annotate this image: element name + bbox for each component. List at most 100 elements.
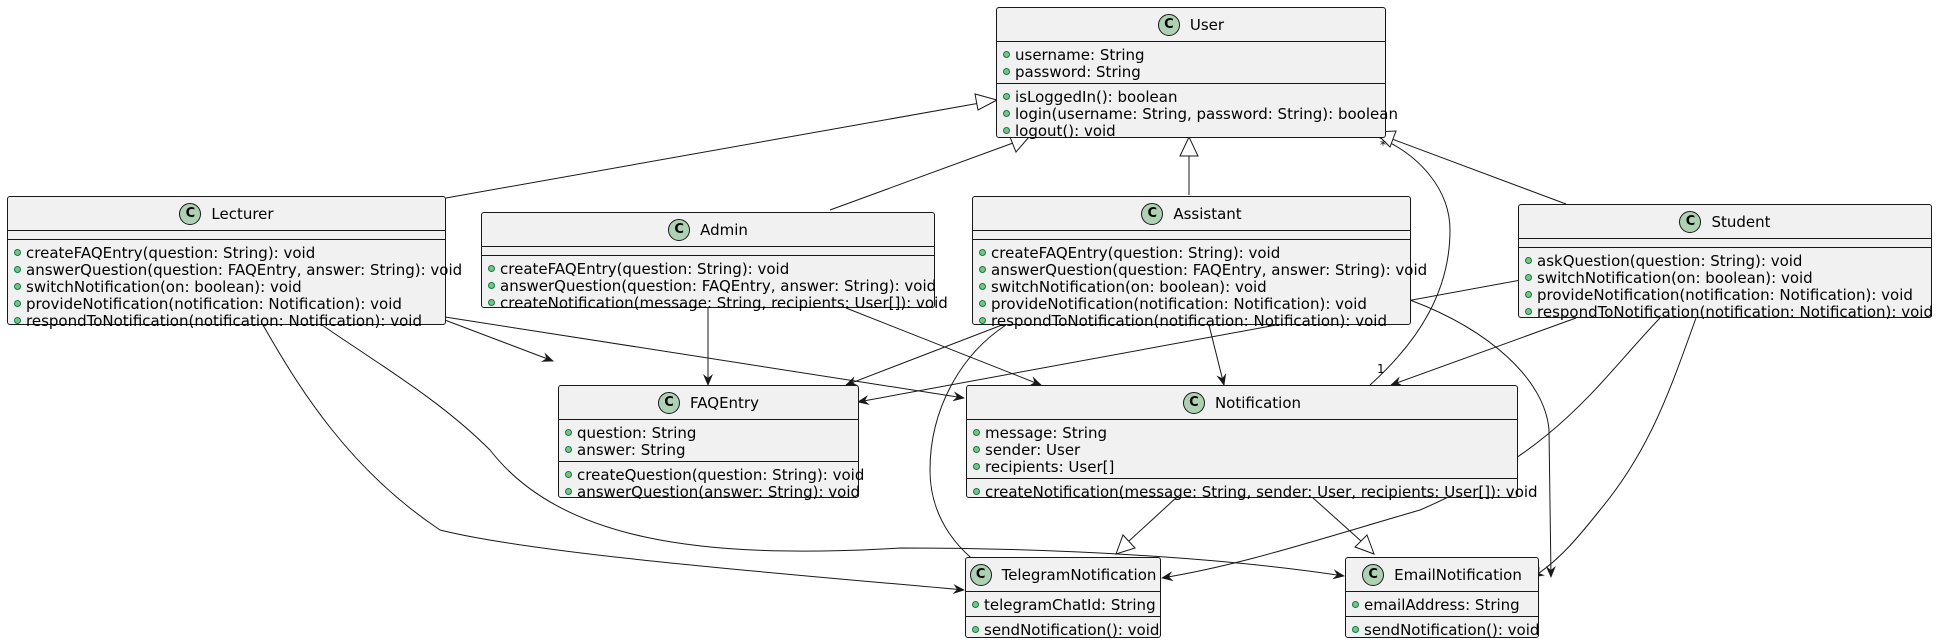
class-member: respondToNotification(notification: Noti… (8, 311, 445, 330)
member-text: provideNotification(notification: Notifi… (26, 294, 402, 313)
member-text: provideNotification(notification: Notifi… (991, 294, 1367, 313)
edge-lecturer-notification (444, 316, 965, 402)
generalization-head-telegram (1115, 534, 1136, 555)
member-text: createFAQEntry(question: String): void (991, 243, 1281, 262)
class-member: provideNotification(notification: Notifi… (1519, 285, 1931, 304)
class-member: login(username: String, password: String… (997, 105, 1398, 123)
class-member: emailAddress: String (1346, 595, 1538, 614)
public-visibility-icon (14, 317, 21, 324)
member-text: askQuestion(question: String): void (1537, 251, 1803, 270)
multiplicity-label-near-user: * (1380, 138, 1386, 152)
member-text: provideNotification(notification: Notifi… (1537, 285, 1913, 304)
class-badge-icon: C (969, 563, 992, 586)
class-badge-icon: C (1157, 13, 1180, 36)
methods-section: sendNotification(): void (966, 617, 1160, 641)
class-member: createFAQEntry(question: String): void (973, 243, 1410, 262)
class-member: answerQuestion(answer: String): void (559, 483, 860, 501)
attributes-section (973, 231, 1410, 240)
edge-notification-user (1369, 136, 1451, 386)
public-visibility-icon (14, 249, 21, 256)
member-text: respondToNotification(notification: Noti… (26, 311, 422, 330)
edge-student-telegram (1161, 317, 1661, 582)
class-member: telegramChatId: String (966, 596, 1160, 614)
member-text: message: String (985, 423, 1107, 442)
class-member: isLoggedIn(): boolean (997, 87, 1385, 106)
public-visibility-icon (565, 471, 572, 478)
class-name: Notification (1214, 393, 1302, 412)
member-text: recipients: User[] (985, 457, 1115, 476)
public-visibility-icon (973, 446, 980, 453)
member-text: createFAQEntry(question: String): void (26, 243, 316, 262)
edge-assistant-faqentry (845, 324, 1003, 386)
class-badge-icon: C (1362, 563, 1385, 586)
generalization-head-email (1354, 534, 1375, 555)
member-text: emailAddress: String (1364, 595, 1520, 614)
public-visibility-icon (973, 463, 980, 470)
member-text: answerQuestion(question: FAQEntry, answe… (500, 276, 937, 295)
class-member: createNotification(message: String, send… (967, 483, 1538, 501)
public-visibility-icon (488, 265, 495, 272)
member-text: isLoggedIn(): boolean (1015, 87, 1178, 106)
public-visibility-icon (973, 429, 980, 436)
class-name: TelegramNotification (1001, 565, 1157, 584)
edge-email-extends-notification (1311, 496, 1362, 542)
public-visibility-icon (979, 317, 986, 324)
member-text: login(username: String, password: String… (1015, 104, 1398, 123)
public-visibility-icon (565, 488, 572, 495)
edge-assistant-notification (1208, 324, 1227, 386)
class-badge-icon: C (668, 218, 691, 241)
class-badge-icon: C (1182, 391, 1205, 414)
member-text: answer: String (577, 440, 686, 459)
class-badge-icon: C (658, 391, 681, 414)
class-name: User (1189, 15, 1225, 34)
class-member: createQuestion(question: String): void (559, 466, 864, 484)
class-telegram-notification[interactable]: C TelegramNotification telegramChatId: St… (965, 557, 1161, 641)
generalization-head-lecturer (974, 93, 999, 111)
public-visibility-icon (565, 429, 572, 436)
public-visibility-icon (979, 266, 986, 273)
class-badge-icon: C (179, 202, 202, 225)
member-text: sendNotification(): void (1364, 620, 1540, 639)
public-visibility-icon (972, 601, 979, 608)
public-visibility-icon (979, 249, 986, 256)
class-member: respondToNotification(notification: Noti… (973, 312, 1410, 330)
class-member: switchNotification(on: boolean): void (8, 278, 445, 296)
public-visibility-icon (1003, 110, 1010, 117)
member-text: logout(): void (1015, 121, 1116, 140)
class-member: logout(): void (997, 121, 1385, 140)
class-member: switchNotification(on: boolean): void (973, 278, 1410, 296)
edge-lecturer-telegram (262, 324, 965, 594)
public-visibility-icon (1352, 626, 1359, 633)
class-member: sender: User (967, 441, 1517, 459)
class-member: message: String (967, 423, 1517, 442)
class-member: createFAQEntry(question: String): void (482, 260, 934, 278)
class-member: recipients: User[] (967, 457, 1517, 476)
generalization-head-assistant (1179, 135, 1199, 157)
public-visibility-icon (973, 488, 980, 495)
public-visibility-icon (565, 446, 572, 453)
class-header: C User (997, 8, 1385, 42)
class-member: switchNotification(on: boolean): void (1519, 269, 1931, 287)
public-visibility-icon (1525, 274, 1532, 281)
public-visibility-icon (1525, 308, 1532, 315)
member-text: respondToNotification(notification: Noti… (1537, 302, 1933, 321)
public-visibility-icon (14, 300, 21, 307)
